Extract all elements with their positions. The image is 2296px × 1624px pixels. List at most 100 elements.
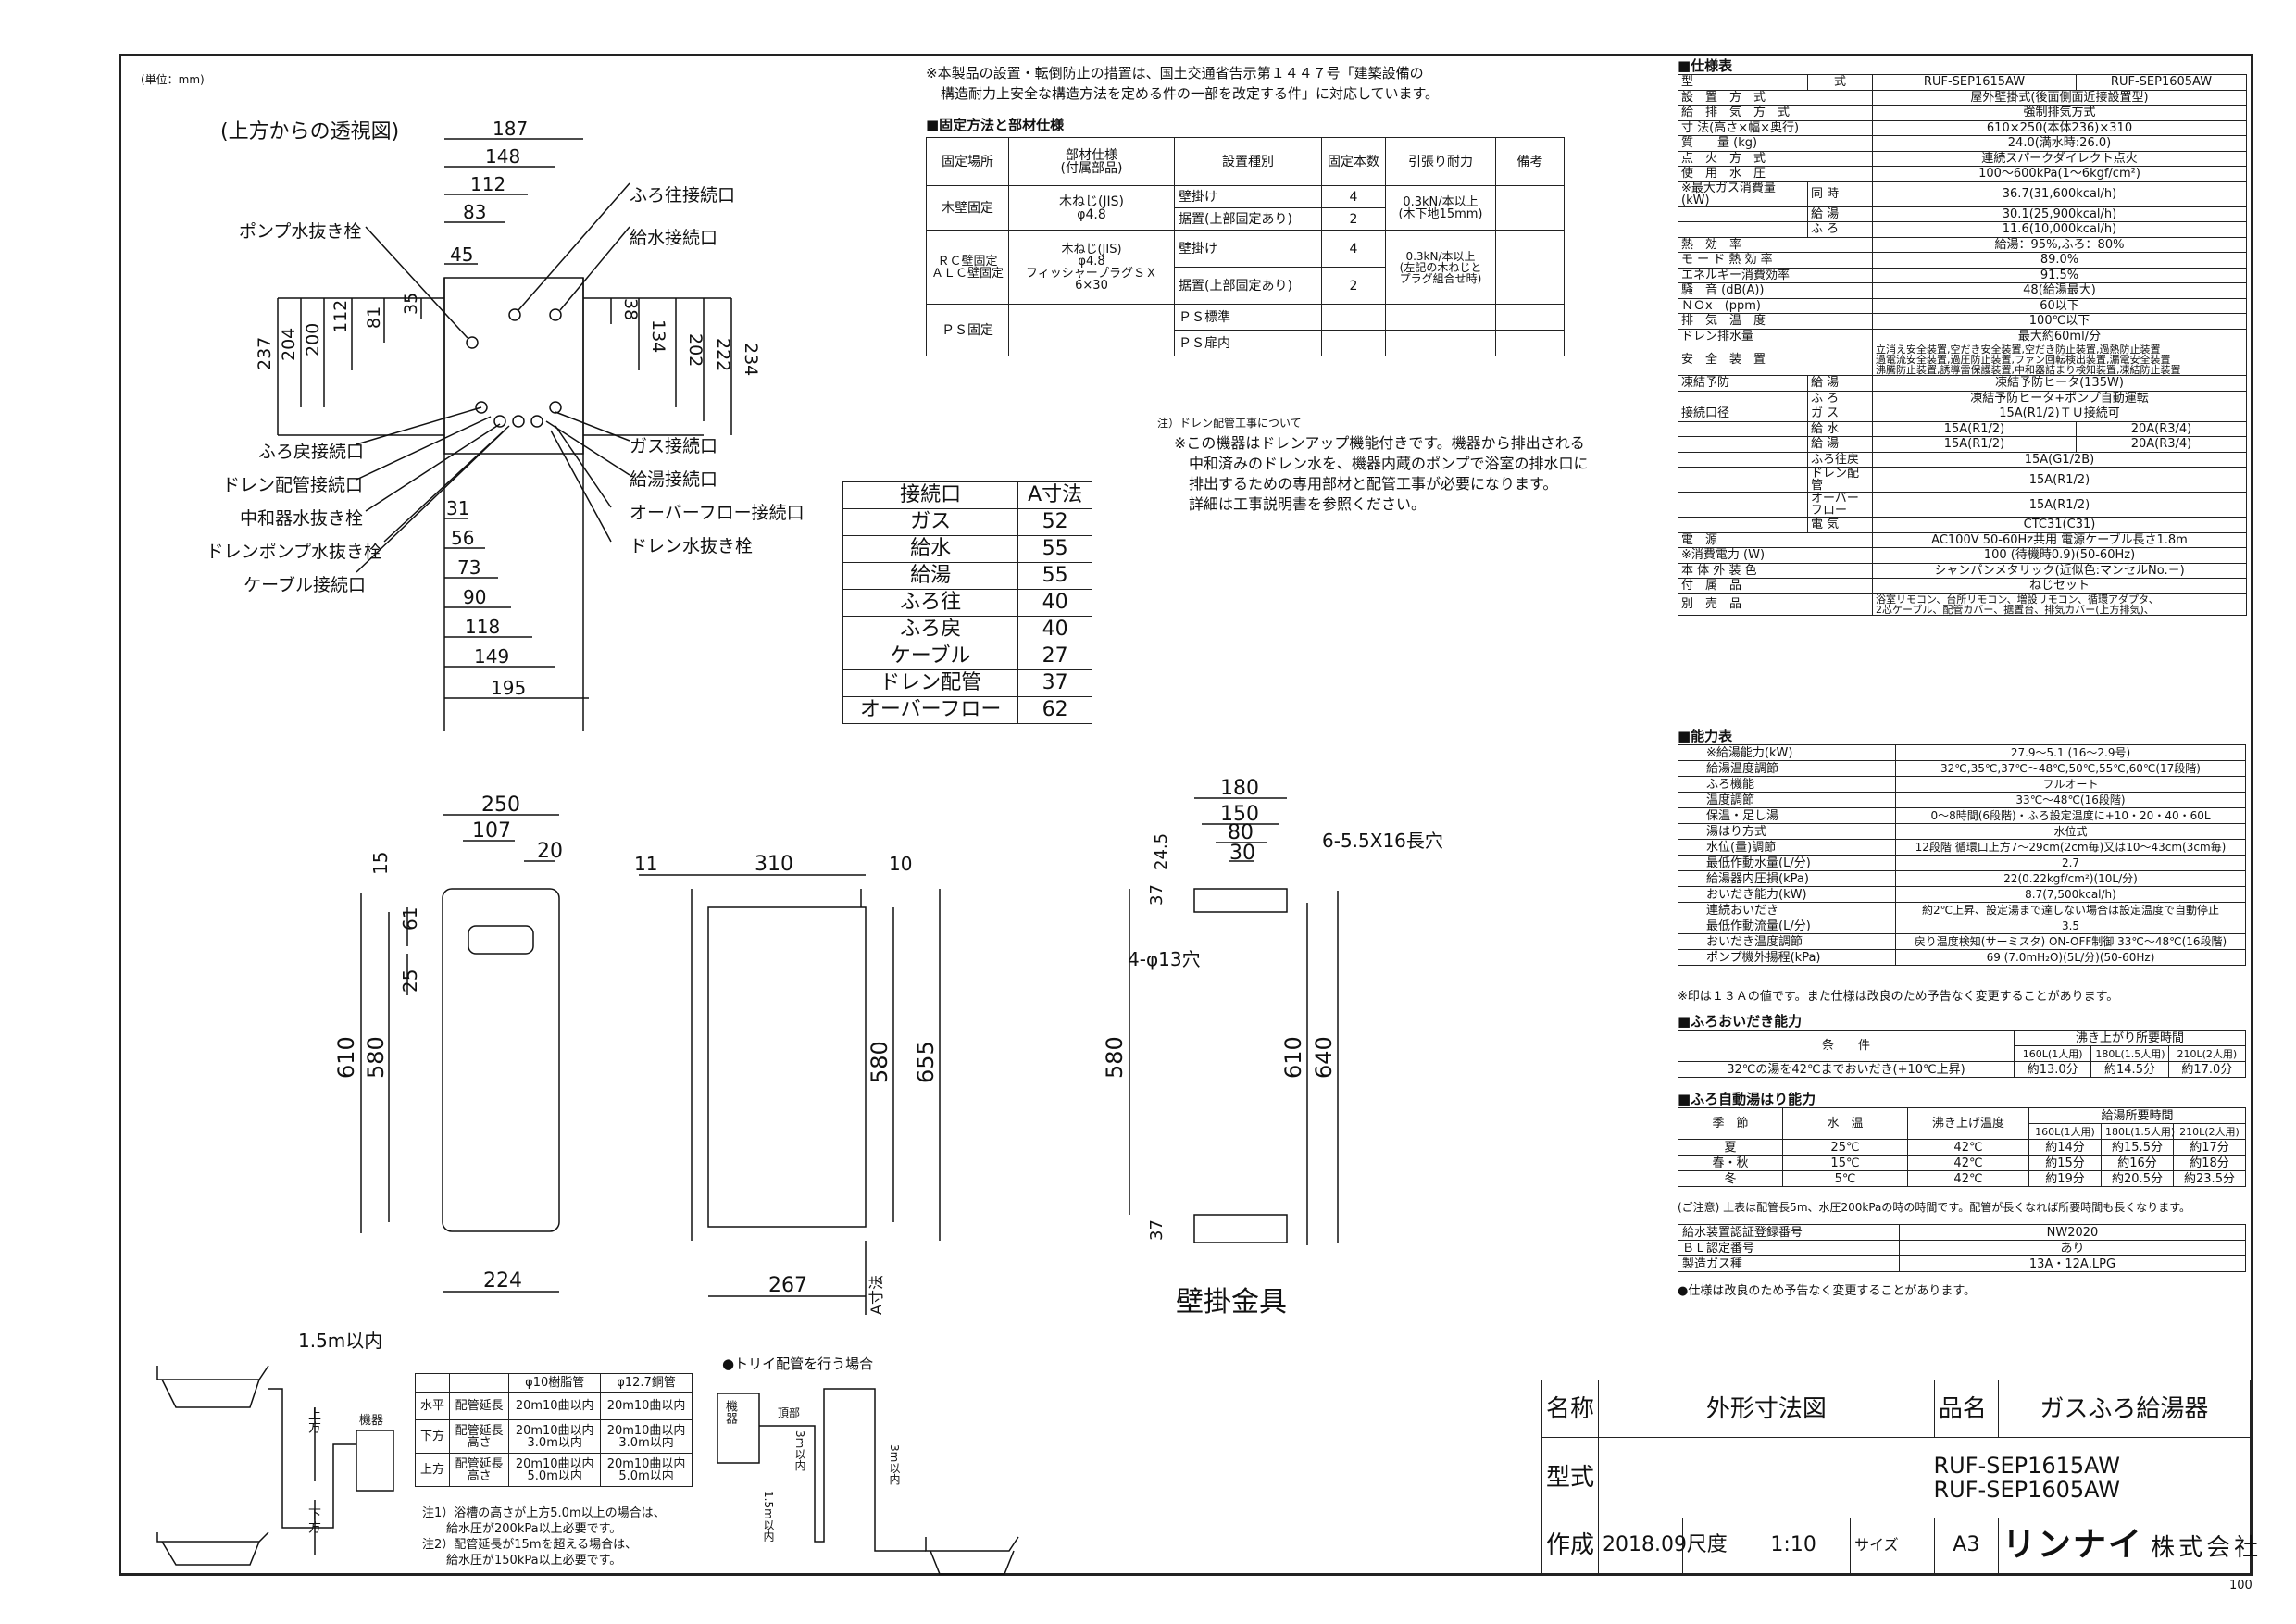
- drain-note: 注）ドレン配管工事について ※この機器はドレンアップ機能付きです。機器から排出さ…: [1157, 417, 1589, 513]
- svg-text:38: 38: [620, 298, 641, 320]
- svg-text:224: 224: [483, 1269, 522, 1293]
- svg-text:112: 112: [331, 300, 351, 333]
- installation-note: ※本製品の設置・転倒防止の措置は、国土交通省告示第１４４７号「建築設備の構造耐力…: [926, 65, 1440, 102]
- trap-top: 頂部: [778, 1406, 801, 1419]
- bracket-title: 壁掛金具: [1176, 1286, 1287, 1318]
- svg-text:149: 149: [474, 645, 509, 668]
- spec-row: 凍結予防給 湯凍結予防ヒータ(135W): [1678, 375, 2247, 392]
- svg-text:90: 90: [463, 586, 486, 608]
- perf-row: 給湯器内圧損(kPa)22(0.22kgf/cm²)(10L/分): [1678, 870, 2246, 887]
- svg-text:A寸法: A寸法: [867, 1275, 885, 1315]
- fill-note: (ご注意) 上表は配管長5m、水圧200kPaの時の時間です。配管が長くなれば所…: [1678, 1201, 2191, 1214]
- svg-text:200: 200: [303, 323, 323, 356]
- perf-row: ポンプ機外揚程(kPa)69 (7.0mH₂O)(5L/分)(50-60Hz): [1678, 949, 2246, 966]
- svg-text:20: 20: [537, 840, 563, 863]
- perf-row: おいだき能力(kW)8.7(7,500kcal/h): [1678, 886, 2246, 903]
- svg-text:180: 180: [1220, 777, 1259, 800]
- svg-text:204: 204: [279, 328, 299, 361]
- label-pump-drain: ポンプ水抜き栓: [239, 221, 362, 242]
- spec-row: ふ ろ凍結予防ヒータ+ポンプ自動運転: [1678, 390, 2247, 406]
- trap-title: ●トリイ配管を行う場合: [722, 1355, 874, 1372]
- perf-row: 連続おいだき約2℃上昇、設定湯まで達しない場合は設定温度で自動停止: [1678, 902, 2246, 918]
- dim-top-148: 148: [485, 145, 520, 168]
- company-suffix: 株式会社: [2151, 1534, 2263, 1563]
- spec-row: ※消費電力 (W)100 (待機時0.9)(50-60Hz): [1678, 547, 2247, 564]
- svg-text:24.5: 24.5: [1152, 833, 1171, 870]
- svg-text:45: 45: [450, 244, 473, 266]
- title-block: 名称 外形寸法図 品名 ガスふろ給湯器 型式 RUF-SEP1615AW RUF…: [1541, 1379, 2258, 1575]
- svg-text:310: 310: [755, 853, 793, 876]
- svg-text:35: 35: [401, 293, 421, 315]
- spec-row: 熱 効 率給湯：95%,ふろ：80%: [1678, 236, 2247, 253]
- top-view-labels-left: ポンプ水抜き栓: [239, 215, 361, 249]
- perf-row: 最低作動流量(L/分)3.5: [1678, 918, 2246, 934]
- perf-row: ※給湯能力(kW)27.9～5.1 (16～2.9号): [1678, 744, 2246, 761]
- svg-text:234: 234: [741, 343, 761, 376]
- reheat-title: ■ふろおいだき能力: [1678, 1013, 1803, 1030]
- perf-row: 湯はり方式水位式: [1678, 823, 2246, 840]
- bath-down: 下方: [306, 1507, 321, 1533]
- label-drain-pipe: ドレン配管接続口: [221, 475, 363, 495]
- label-gas-port: ガス接続口: [630, 436, 718, 456]
- svg-text:250: 250: [481, 793, 520, 817]
- svg-text:30: 30: [1229, 842, 1255, 865]
- spec-row: 寸 法(高さ×幅×奥行)610×250(本体236)×310: [1678, 119, 2247, 136]
- perf-row: おいだき温度調節戻り温度検知(サーミスタ) ON-OFF制御 33℃～48℃(1…: [1678, 933, 2246, 950]
- bath-unit: 機器: [359, 1414, 384, 1428]
- dim-top-187: 187: [493, 118, 528, 140]
- spec-row: 別 売 品浴室リモコン、台所リモコン、増設リモコン、循環アダプタ、 2芯ケーブル…: [1678, 593, 2247, 616]
- svg-text:15: 15: [369, 852, 392, 875]
- trap-unit: 機器: [723, 1400, 737, 1424]
- svg-text:267: 267: [768, 1274, 807, 1297]
- perf-note: ※印は１３Ａの値です。また仕様は改良のため予告なく変更することがあります。: [1678, 990, 2119, 1004]
- perf-row: 最低作動水量(L/分)2.7: [1678, 855, 2246, 871]
- label-drain-valve: ドレン水抜き栓: [630, 536, 754, 556]
- label-neutralizer-drain: 中和器水抜き栓: [239, 508, 363, 529]
- spec-row: 付 属 品ねじセット: [1678, 578, 2247, 594]
- svg-text:25: 25: [399, 969, 421, 993]
- svg-text:56: 56: [451, 527, 474, 549]
- spec-row: ＮＯx (ppm)60以下: [1678, 297, 2247, 314]
- svg-text:580: 580: [363, 1036, 389, 1079]
- svg-text:580: 580: [867, 1041, 892, 1083]
- model-2: RUF-SEP1605AW: [1933, 1477, 2121, 1503]
- svg-text:640: 640: [1311, 1036, 1337, 1079]
- svg-text:37: 37: [1147, 884, 1167, 906]
- svg-text:655: 655: [913, 1041, 939, 1083]
- label-cable-port: ケーブル接続口: [243, 575, 366, 595]
- svg-text:237: 237: [255, 337, 275, 370]
- cert-note: ●仕様は改良のため予告なく変更することがあります。: [1678, 1284, 1977, 1298]
- label-water-supply: 給水接続口: [630, 228, 718, 248]
- svg-text:73: 73: [457, 556, 480, 579]
- svg-text:222: 222: [713, 338, 733, 371]
- label-hot-water-port: 給湯接続口: [630, 469, 718, 490]
- bracket-hole-bottom: 4-φ13穴: [1128, 948, 1201, 970]
- perf-row: ふろ機能フルオート: [1678, 776, 2246, 793]
- unit-note: (単位：mm): [141, 73, 205, 86]
- svg-text:202: 202: [685, 333, 705, 367]
- spec-title: ■仕様表: [1678, 57, 1733, 74]
- svg-text:134: 134: [648, 319, 668, 353]
- page-number: 100: [2229, 1579, 2252, 1593]
- svg-text:580: 580: [1102, 1036, 1128, 1079]
- label-bath-supply: ふろ往接続口: [630, 185, 736, 206]
- svg-text:31: 31: [446, 497, 469, 519]
- svg-text:195: 195: [491, 677, 526, 699]
- bracket-hole-top: 6-5.5X16長穴: [1322, 830, 1443, 852]
- company-logo: リンナイ: [2002, 1526, 2143, 1565]
